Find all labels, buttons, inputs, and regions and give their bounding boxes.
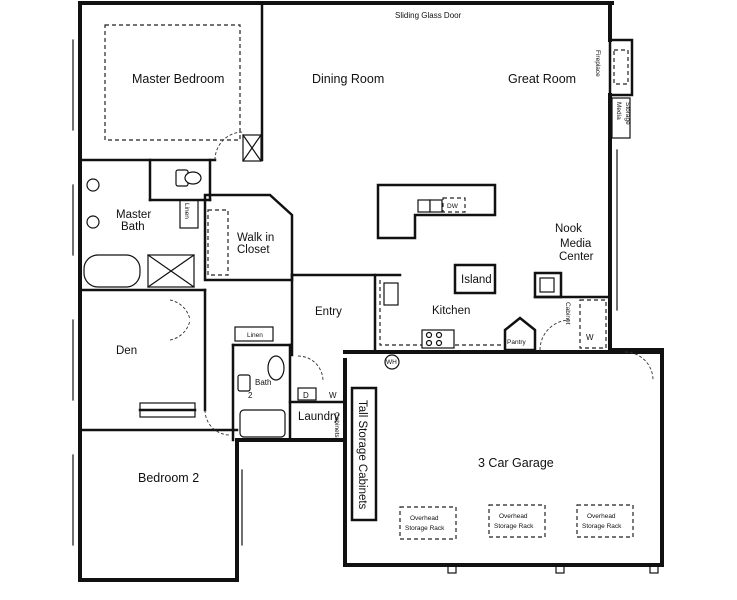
- wh-label: WH: [386, 359, 397, 366]
- media-center-label: Center: [559, 251, 594, 263]
- nook-label: Nook: [555, 223, 582, 235]
- master-bedroom: Master Bedroom: [78, 1, 264, 162]
- tall-storage-label: Tall Storage Cabinets: [356, 400, 368, 510]
- rack3-label: Overhead: [587, 513, 616, 520]
- walk-in-closet: Walk in Closet: [203, 193, 294, 282]
- rack2-label-2: Storage Rack: [494, 523, 534, 530]
- media-label: Media: [560, 238, 592, 250]
- exterior-walls: [78, 1, 664, 582]
- dryer-label: D: [303, 391, 309, 400]
- bath2-label-2: 2: [248, 391, 253, 400]
- master-bath-label-2: Bath: [121, 221, 145, 233]
- rack3-label-2: Storage Rack: [582, 523, 622, 530]
- dining-room-label: Dining Room: [312, 72, 384, 86]
- walk-in-label-2: Closet: [237, 244, 270, 256]
- pantry-label: Pantry: [507, 339, 527, 346]
- rack2-label: Overhead: [499, 513, 528, 520]
- washer-label: W: [329, 391, 337, 400]
- master-bedroom-label: Master Bedroom: [132, 72, 224, 86]
- bath-2: Linen Bath 2: [231, 326, 292, 442]
- media-storage: Media Storage: [611, 97, 631, 139]
- cabinet-label: Cabinet: [564, 302, 571, 325]
- fireplace-label: Fireplace: [594, 50, 601, 77]
- walk-in-label: Walk in: [237, 232, 274, 244]
- master-bath: Linen Master Bath: [78, 158, 212, 292]
- bath2-label: Bath: [255, 378, 271, 387]
- cabinets-small-label: Cabinets: [333, 412, 340, 438]
- island: Island: [453, 263, 497, 295]
- rack1-label-2: Storage Rack: [405, 525, 445, 532]
- laundry: D W Laundry Cabinets: [288, 355, 347, 438]
- kitchen-counter: DW: [376, 183, 497, 240]
- entry-label: Entry: [315, 306, 342, 318]
- kitchen: Pantry Kitchen: [373, 271, 609, 352]
- washer2-label: W: [586, 333, 594, 342]
- garage-label: 3 Car Garage: [478, 456, 554, 470]
- island-label: Island: [461, 274, 492, 286]
- entry: Entry WH: [290, 273, 402, 370]
- garage: 3 Car Garage Overhead Storage Rack Overh…: [399, 456, 659, 574]
- linen-label: Linen: [183, 203, 190, 219]
- bedroom2-label: Bedroom 2: [138, 471, 199, 485]
- laundry-label: Laundry: [298, 411, 340, 423]
- media-storage-label: Media: [615, 102, 622, 120]
- den: Den: [78, 288, 239, 436]
- kitchen-label: Kitchen: [432, 305, 470, 317]
- fireplace: Fireplace: [594, 38, 634, 97]
- media-storage-label-2: Storage: [624, 102, 631, 125]
- sliding-door-label: Sliding Glass Door: [395, 11, 462, 20]
- windows: [72, 39, 618, 546]
- utility-cabinet: Cabinet W: [564, 299, 607, 349]
- great-room-label: Great Room: [508, 72, 576, 86]
- linen-hall-label: Linen: [247, 332, 263, 339]
- rack1-label: Overhead: [410, 515, 439, 522]
- dw-label: DW: [447, 203, 459, 210]
- tall-storage-cabinets: Tall Storage Cabinets: [350, 386, 378, 522]
- master-bath-label: Master: [116, 209, 151, 221]
- den-label: Den: [116, 345, 137, 357]
